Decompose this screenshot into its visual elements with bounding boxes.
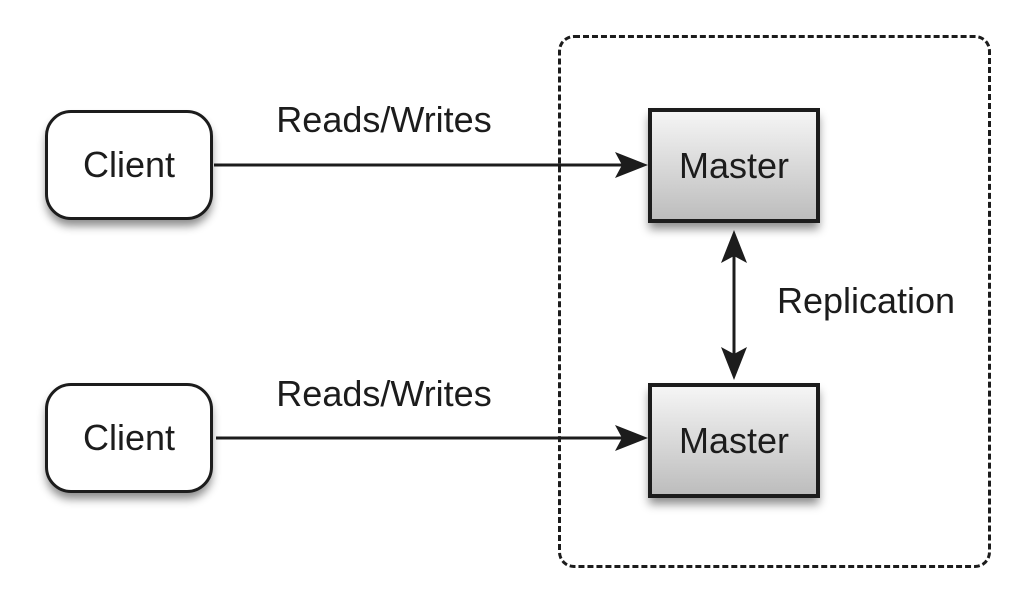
client-node-bottom: Client [45, 383, 213, 493]
replication-label: Replication [776, 280, 956, 321]
client-node-bottom-label: Client [82, 417, 176, 458]
master-node-bottom-label: Master [678, 419, 790, 461]
master-node-top-label: Master [678, 144, 790, 186]
master-node-top: Master [648, 108, 820, 223]
masters-group-boundary [558, 35, 991, 568]
master-node-bottom: Master [648, 383, 820, 498]
client-node-top: Client [45, 110, 213, 220]
reads-writes-label-bottom: Reads/Writes [276, 373, 492, 414]
client-node-top-label: Client [82, 144, 176, 185]
reads-writes-label-top: Reads/Writes [276, 99, 492, 140]
